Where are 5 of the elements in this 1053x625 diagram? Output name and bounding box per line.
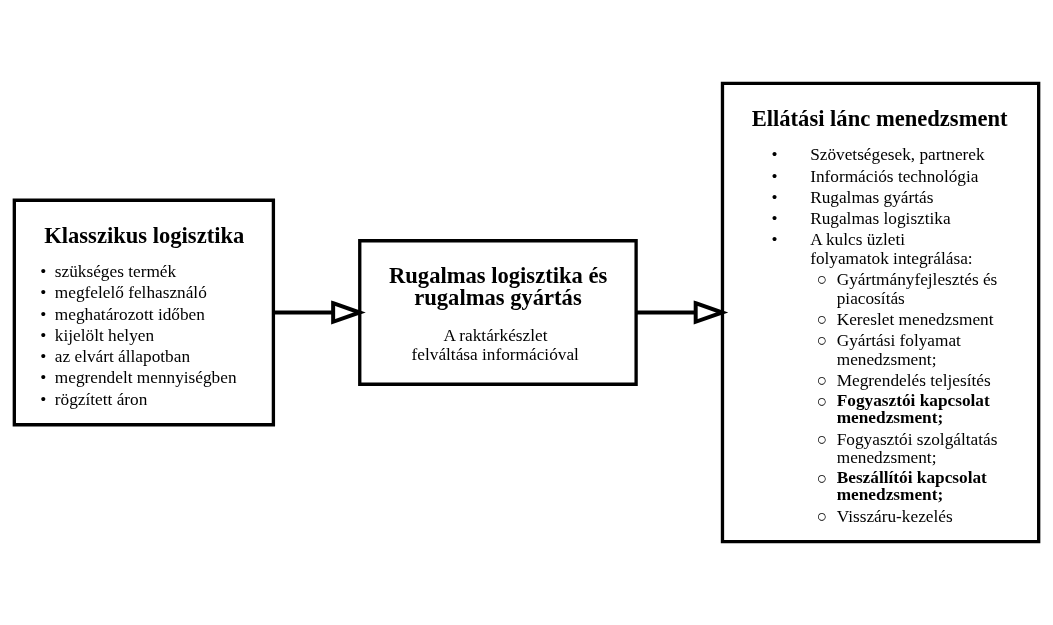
node-box: Rugalmas logisztika és rugalmas gyártás A raktárkészlet felváltása információval <box>358 239 638 386</box>
node-box: Ellátási lánc menedzsment • Szövetségesek, partnerek • Információs technológia • Rugalmas gyártás • Rugalmas logisztika • A kulcs üzleti folyamatok integrálása: ○ Gyártmányfejlesztés és piacosítás ○ Kereslet menedzsment ○ Gyártási folyamat menedzsment; ○ Megrendelés teljesítés ○ Fogyasztói kapcsolat menedzsment; ○ Fogyasztói szolgáltatás menedzsment; ○ Beszállítói kapcsolat menedzsment; ○ Visszáru-kezelés <box>720 81 1041 544</box>
arrow <box>273 300 366 325</box>
node-box: Klasszikus logisztika • szükséges termék • megfelelő felhasználó • meghatározott időben • kijelölt helyen • az elvárt állapotban • megrendelt mennyiségben • rögzített áron <box>12 198 276 427</box>
arrow <box>636 300 729 325</box>
